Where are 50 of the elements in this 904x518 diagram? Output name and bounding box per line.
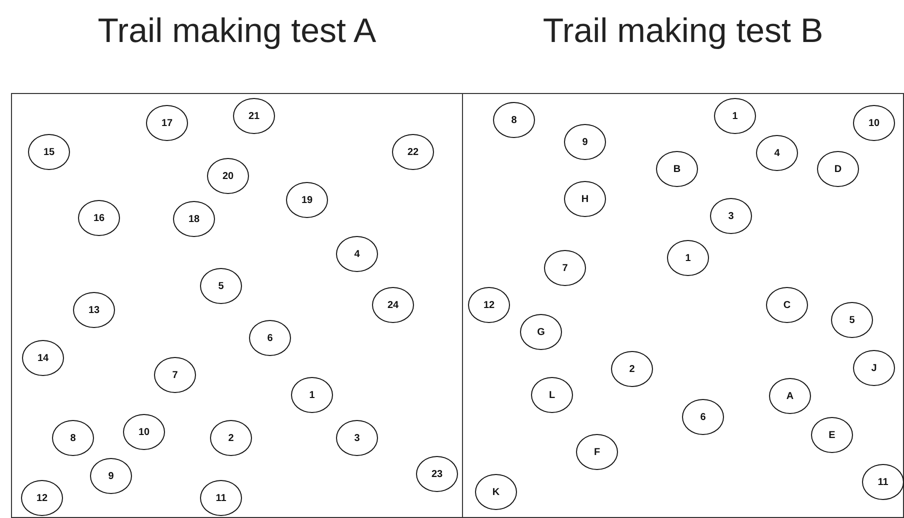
target-circle: F [576, 434, 618, 470]
target-circle: 7 [154, 357, 196, 393]
target-circle: B [656, 151, 698, 187]
target-circle: 5 [200, 268, 242, 304]
panel-heading: Trail making test B [542, 12, 824, 51]
target-circle: 5 [831, 302, 873, 338]
target-circle: 12 [468, 287, 510, 323]
target-circle: 8 [493, 102, 535, 138]
target-circle: 15 [28, 134, 70, 170]
target-circle: 9 [564, 124, 606, 160]
target-circle: 17 [146, 105, 188, 141]
target-circle: 9 [90, 458, 132, 494]
target-circle: 21 [233, 98, 275, 134]
target-circle: G [520, 314, 562, 350]
target-circle: J [853, 350, 895, 386]
target-circle: L [531, 377, 573, 413]
target-circle: 10 [853, 105, 895, 141]
target-circle: 2 [611, 351, 653, 387]
target-circle: 24 [372, 287, 414, 323]
target-circle: 1 [291, 377, 333, 413]
target-circle: 7 [544, 250, 586, 286]
target-circle: 3 [336, 420, 378, 456]
target-circle: 16 [78, 200, 120, 236]
target-circle: H [564, 181, 606, 217]
target-circle: 3 [710, 198, 752, 234]
target-circle: 22 [392, 134, 434, 170]
target-circle: 18 [173, 201, 215, 237]
target-circle: D [817, 151, 859, 187]
target-circle: 1 [714, 98, 756, 134]
target-circle: 4 [336, 236, 378, 272]
target-circle: 13 [73, 292, 115, 328]
target-circle: 6 [249, 320, 291, 356]
target-circle: A [769, 378, 811, 414]
target-circle: E [811, 417, 853, 453]
target-circle: K [475, 474, 517, 510]
target-circle: 1 [667, 240, 709, 276]
target-circle: 11 [200, 480, 242, 516]
target-circle: 6 [682, 399, 724, 435]
target-circle: 2 [210, 420, 252, 456]
target-circle: 11 [862, 464, 904, 500]
target-circle: 23 [416, 456, 458, 492]
target-circle: 12 [21, 480, 63, 516]
target-circle: 20 [207, 158, 249, 194]
target-circle: 14 [22, 340, 64, 376]
target-circle: C [766, 287, 808, 323]
target-circle: 4 [756, 135, 798, 171]
target-circle: 8 [52, 420, 94, 456]
panel-heading: Trail making test A [98, 12, 376, 51]
target-circle: 19 [286, 182, 328, 218]
target-circle: 10 [123, 414, 165, 450]
